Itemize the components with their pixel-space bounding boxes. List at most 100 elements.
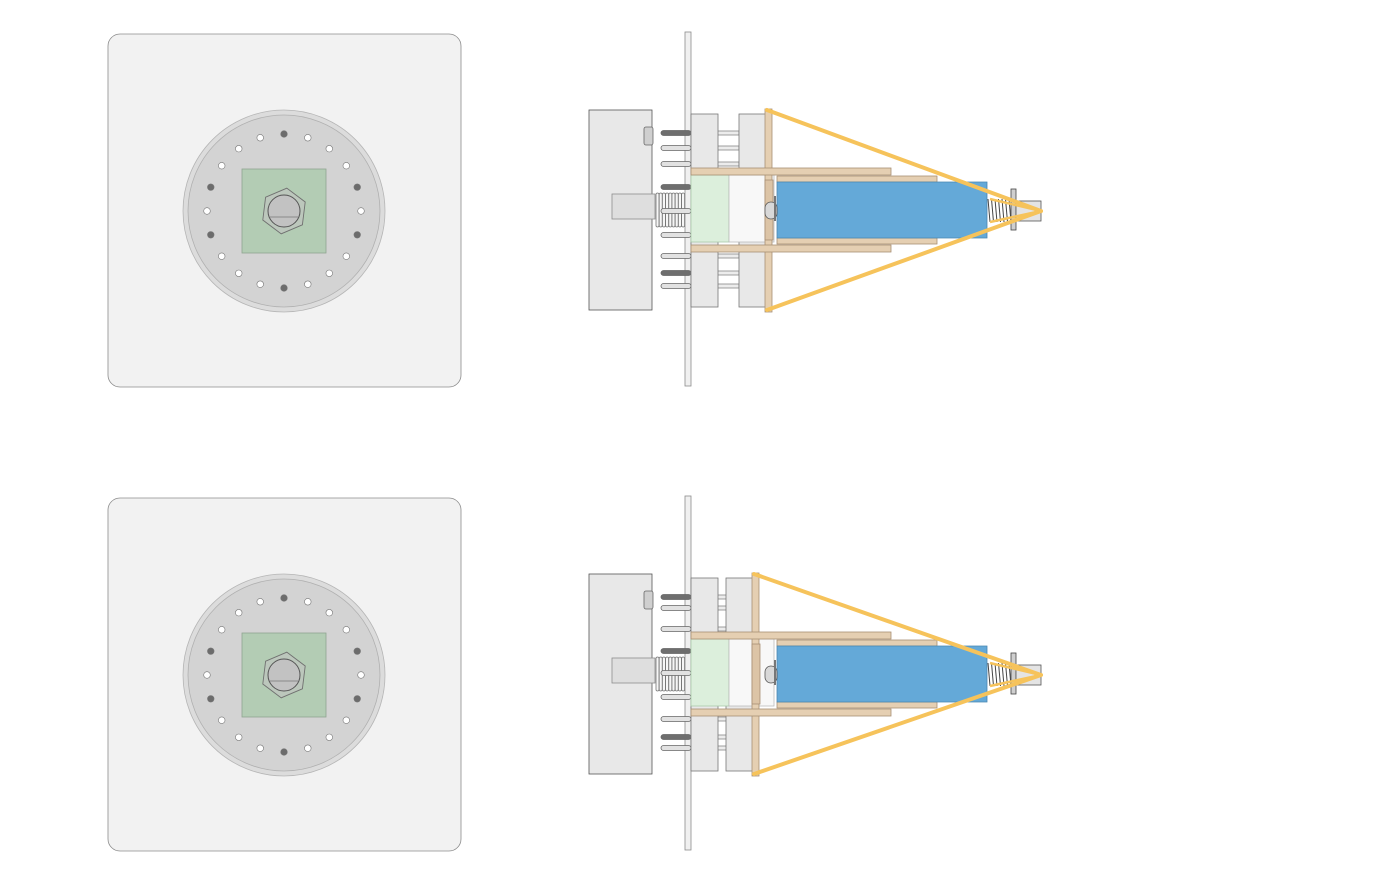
return-spring-coil — [994, 198, 998, 223]
spacer-green — [690, 174, 730, 243]
guide-pin — [660, 745, 692, 751]
motor-shaft — [611, 657, 656, 684]
guide-pin — [660, 670, 692, 676]
mounting-hole — [304, 280, 312, 288]
mounting-hole — [304, 134, 312, 142]
mounting-hole — [256, 280, 264, 288]
mounting-hole — [256, 598, 264, 606]
mounting-hole — [325, 145, 333, 153]
return-spring-coil — [994, 662, 998, 687]
housing-tab — [643, 126, 654, 146]
guide-pin — [660, 208, 692, 214]
mounting-hole — [207, 695, 215, 703]
tension-wire-inner-top — [989, 197, 1042, 213]
mounting-hole — [256, 744, 264, 752]
tension-wire-inner-top — [989, 661, 1042, 677]
front-view-2 — [107, 497, 462, 852]
guide-pin — [660, 130, 692, 136]
inner-strut-top — [776, 175, 938, 183]
side-view-2 — [588, 495, 1043, 851]
mounting-hole — [280, 748, 288, 756]
mounting-hole — [203, 207, 211, 215]
tension-wire-upper — [765, 108, 1043, 213]
return-spring-coil — [998, 198, 1001, 223]
mounting-hole — [280, 594, 288, 602]
guide-pin — [660, 253, 692, 259]
mounting-hole — [353, 695, 361, 703]
shaft-end — [267, 658, 301, 692]
mounting-hole — [325, 269, 333, 277]
front-view-1 — [107, 33, 462, 388]
return-spring-coil — [987, 662, 991, 687]
mounting-hole — [342, 252, 350, 260]
mounting-hole — [342, 162, 350, 170]
return-spring-coil — [991, 662, 994, 687]
mounting-hole — [280, 284, 288, 292]
tension-wire-inner-bottom — [989, 673, 1042, 688]
strut-top — [690, 631, 892, 640]
mounting-hole — [342, 626, 350, 634]
strut-bottom — [690, 708, 892, 717]
actuator-tube — [776, 181, 988, 239]
coupling-coil — [655, 192, 660, 228]
end-plate-boss — [751, 643, 761, 705]
return-spring-coil — [991, 198, 994, 223]
inner-strut-bottom — [776, 237, 938, 245]
mounting-hole — [256, 134, 264, 142]
shaft-end — [267, 194, 301, 228]
mounting-hole — [280, 130, 288, 138]
guide-pin — [660, 283, 692, 289]
mounting-hole — [207, 231, 215, 239]
tension-wire-lower — [765, 209, 1043, 312]
actuator-tube — [776, 645, 988, 703]
tension-wire-lower — [752, 673, 1043, 776]
guide-pin — [660, 232, 692, 238]
inner-strut-bottom — [776, 701, 938, 709]
return-spring-coil — [998, 662, 1001, 687]
mounting-hole — [235, 269, 243, 277]
mounting-hole — [207, 183, 215, 191]
mounting-hole — [235, 609, 243, 617]
mounting-hole — [218, 252, 226, 260]
mounting-hole — [325, 609, 333, 617]
inner-strut-top — [776, 639, 938, 647]
tension-wire-inner-bottom — [989, 209, 1042, 224]
guide-pin — [660, 626, 692, 632]
guide-pin — [660, 270, 692, 276]
mounting-hole — [235, 145, 243, 153]
housing-tab — [643, 590, 654, 610]
mounting-hole — [357, 671, 365, 679]
mounting-hole — [218, 716, 226, 724]
mounting-hole — [218, 626, 226, 634]
mounting-hole — [357, 207, 365, 215]
guide-pin — [660, 694, 692, 700]
mounting-hole — [304, 598, 312, 606]
mounting-hole — [203, 671, 211, 679]
motor-shaft — [611, 193, 656, 220]
strut-top — [690, 167, 892, 176]
guide-pin — [660, 605, 692, 611]
spacer-green — [690, 638, 730, 707]
mounting-hole — [218, 162, 226, 170]
guide-pin — [660, 145, 692, 151]
end-washer — [1010, 188, 1017, 231]
plunger-collar — [774, 196, 776, 221]
strut-bottom — [690, 244, 892, 253]
guide-pin — [660, 184, 692, 190]
return-spring-coil — [987, 198, 991, 223]
guide-pin — [660, 648, 692, 654]
mounting-hole — [353, 183, 361, 191]
coupling-coil — [655, 656, 660, 692]
mounting-hole — [304, 744, 312, 752]
end-washer — [1010, 652, 1017, 695]
guide-pin — [660, 734, 692, 740]
mounting-hole — [207, 647, 215, 655]
plunger-collar — [774, 660, 776, 685]
mounting-hole — [342, 716, 350, 724]
guide-pin — [660, 594, 692, 600]
guide-pin — [660, 716, 692, 722]
mounting-hole — [353, 647, 361, 655]
mounting-hole — [235, 733, 243, 741]
guide-pin — [660, 161, 692, 167]
